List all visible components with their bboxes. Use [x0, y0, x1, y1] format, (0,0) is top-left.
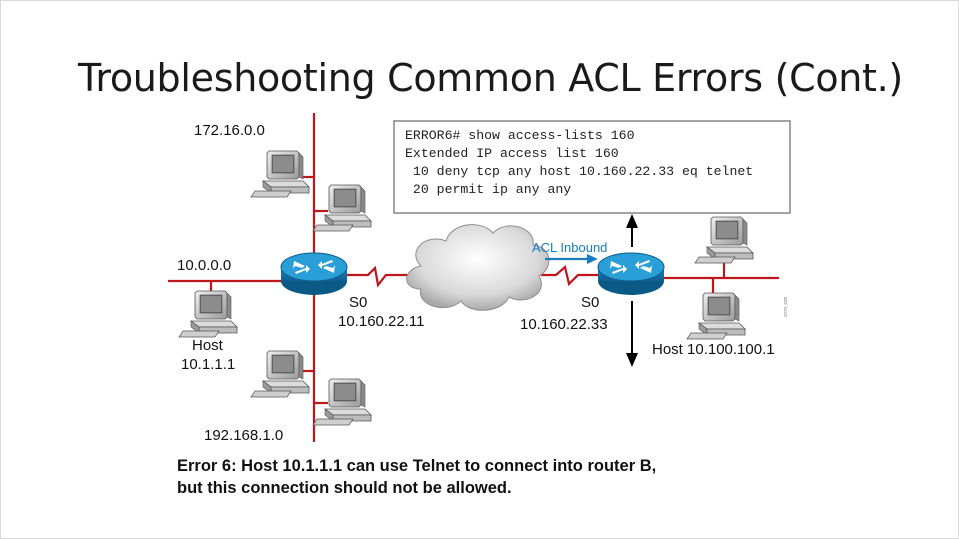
acl-line-3: 10 deny tcp any host 10.160.22.33 eq tel…	[405, 164, 753, 179]
router-b-interface: S0	[581, 294, 599, 311]
caption-line-1: Error 6: Host 10.1.1.1 can use Telnet to…	[177, 457, 657, 475]
router-a-interface: S0	[349, 294, 367, 311]
wan-cloud	[406, 224, 550, 311]
figure-id: 3279_038	[783, 296, 788, 317]
pc-right-bottom	[686, 292, 746, 340]
net-10-label: 10.0.0.0	[177, 257, 231, 274]
error-caption: Error 6: Host 10.1.1.1 can use Telnet to…	[177, 455, 656, 499]
host-ip-label: 10.1.1.1	[181, 356, 235, 373]
net-172-label: 172.16.0.0	[194, 122, 265, 139]
net-192-label: 192.168.1.0	[204, 427, 283, 444]
pc-bottom-1	[250, 350, 310, 398]
slide-title: Troubleshooting Common ACL Errors (Cont.…	[78, 56, 903, 100]
router-a	[280, 252, 348, 296]
router-a-ip: 10.160.22.11	[338, 313, 424, 330]
caption-line-2: but this connection should not be allowe…	[177, 479, 512, 497]
acl-line-4: 20 permit ip any any	[405, 182, 571, 197]
pc-right-top	[694, 216, 754, 264]
acl-inbound-label: ACL Inbound	[532, 240, 607, 255]
host-label: Host	[192, 337, 224, 354]
acl-line-2: Extended IP access list 160	[405, 146, 619, 161]
host-right-label: Host 10.100.100.1	[652, 341, 775, 358]
pc-host	[178, 290, 238, 338]
arrow-up	[626, 214, 638, 247]
pc-top-2	[312, 184, 372, 232]
pc-top-1	[250, 150, 310, 198]
acl-output-box	[393, 120, 791, 214]
acl-inbound-arrow	[545, 254, 598, 264]
router-b-ip: 10.160.22.33	[520, 316, 608, 333]
serial-link-b	[541, 264, 599, 287]
acl-line-1: ERROR6# show access-lists 160	[405, 128, 635, 143]
arrow-down	[626, 301, 638, 367]
serial-link-a	[342, 265, 414, 288]
router-b	[597, 252, 665, 296]
